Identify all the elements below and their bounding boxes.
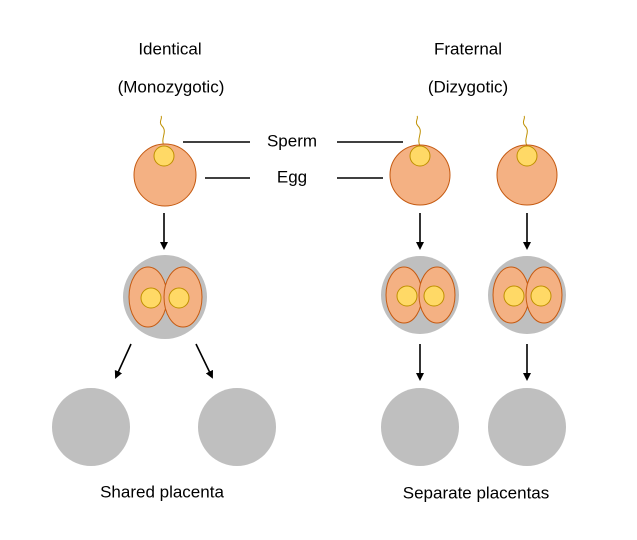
placenta-fraternal-1 bbox=[381, 388, 459, 466]
arrow-diagonal-icon bbox=[114, 343, 132, 379]
embryo-identical bbox=[123, 255, 207, 339]
embryo-fraternal-2 bbox=[488, 256, 566, 334]
placenta-identical-1 bbox=[52, 388, 130, 466]
egg-label: Egg bbox=[277, 167, 307, 186]
identical-title: Identical bbox=[138, 39, 201, 58]
separate-placentas-caption: Separate placentas bbox=[403, 483, 550, 502]
fraternal-subtitle: (Dizygotic) bbox=[428, 77, 508, 96]
egg-fraternal-2 bbox=[496, 115, 558, 206]
embryo-fraternal-1 bbox=[381, 256, 459, 334]
placenta-identical-2 bbox=[198, 388, 276, 466]
shared-placenta-caption: Shared placenta bbox=[100, 482, 224, 501]
sperm-label: Sperm bbox=[267, 131, 317, 150]
placenta-fraternal-2 bbox=[488, 388, 566, 466]
egg-identical bbox=[133, 115, 197, 207]
fraternal-title: Fraternal bbox=[434, 39, 502, 58]
identical-subtitle: (Monozygotic) bbox=[118, 77, 225, 96]
arrow-diagonal-icon bbox=[195, 343, 213, 379]
egg-fraternal-1 bbox=[389, 115, 451, 206]
